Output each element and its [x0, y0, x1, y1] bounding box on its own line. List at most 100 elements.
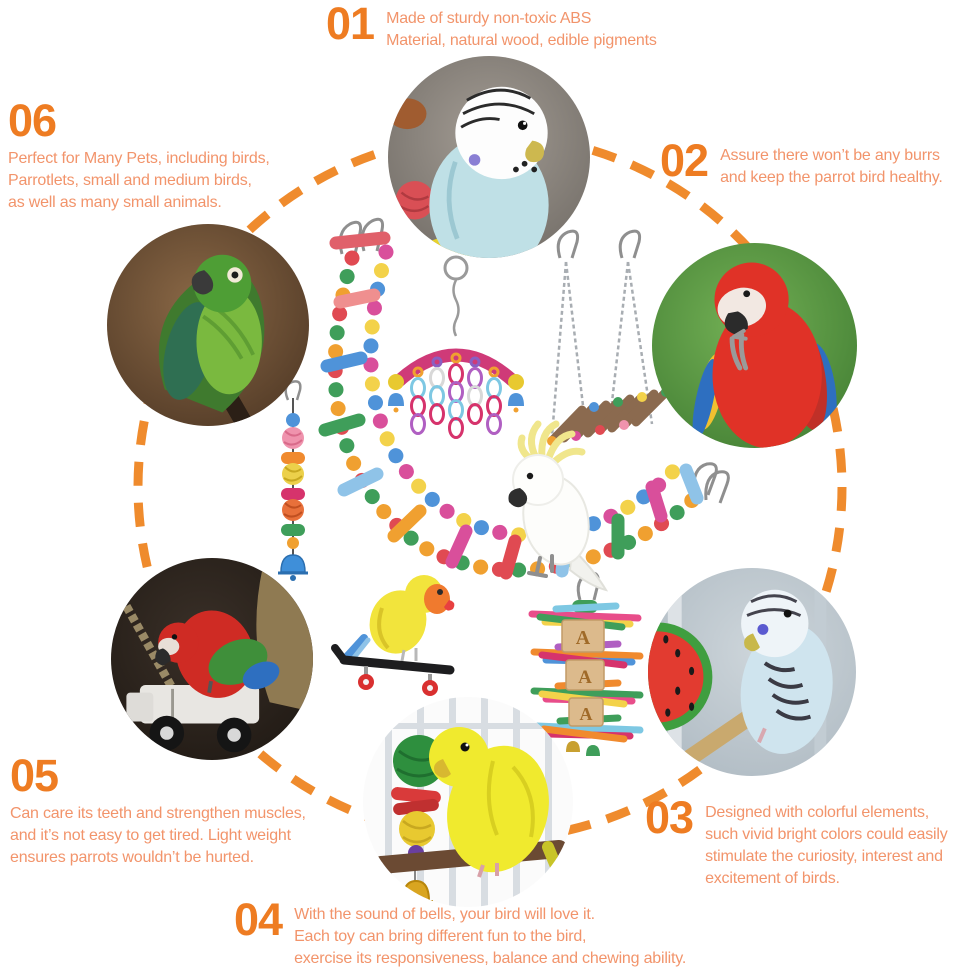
- hanging-ring-icon: [443, 255, 469, 281]
- acrylic-chain-hanging-toy: [388, 255, 524, 439]
- bell-icon: [388, 393, 404, 406]
- callout-05-text: Can care its teeth and strengthen muscle…: [10, 804, 306, 866]
- wood-bead: [286, 413, 300, 427]
- callout-06: 06 Perfect for Many Pets, including bird…: [8, 95, 270, 214]
- beak-icon: [525, 140, 545, 163]
- throat-spot: [513, 166, 519, 173]
- leg: [400, 649, 406, 662]
- metal-clip-icon: [704, 470, 730, 504]
- eye: [743, 290, 751, 298]
- cockatoo-tail: [568, 545, 609, 592]
- red-wood-rung: [393, 798, 439, 816]
- feet: [527, 554, 554, 578]
- photo-budgie-with-watermelon: [648, 568, 856, 776]
- callout-02-text: Assure there won’t be any burrs and keep…: [720, 147, 943, 186]
- beak-icon: [744, 633, 760, 652]
- wheel-hub: [227, 728, 241, 742]
- outer-bead-chain: [327, 250, 708, 578]
- eye: [231, 271, 239, 279]
- rattan-ball-pink: [282, 427, 304, 449]
- budgie-head: [429, 727, 489, 787]
- photo-green-parrot: [107, 224, 309, 426]
- metal-clip-icon: [618, 229, 642, 259]
- eye: [517, 120, 528, 131]
- callout-01-number: 01: [326, 0, 375, 49]
- foot: [757, 727, 767, 744]
- bell-clapper: [290, 575, 296, 581]
- rattan-texture: [283, 430, 303, 446]
- wing-scallops: [763, 661, 812, 721]
- arc-tip: [508, 374, 524, 390]
- bell-clapper: [513, 407, 519, 413]
- skateboard-with-lovebird-toy: [331, 575, 455, 696]
- callout-04: 04 With the sound of bells, your bird wi…: [234, 894, 687, 970]
- beak-icon: [191, 270, 214, 295]
- photo-scarlet-macaw: [652, 243, 857, 448]
- rattan-ball-yellow: [282, 463, 304, 485]
- callout-04-text: With the sound of bells, your bird will …: [294, 906, 687, 967]
- beak-icon: [434, 759, 451, 778]
- rattan-texture: [402, 819, 432, 844]
- bead-ladder-bridge-toy: [318, 217, 730, 580]
- eye-glint: [465, 743, 469, 747]
- photo-yellow-budgie-with-bell: [363, 697, 573, 907]
- eye: [171, 634, 178, 640]
- foot: [477, 864, 485, 878]
- budgie-head: [741, 589, 809, 658]
- rattan-texture: [283, 502, 303, 518]
- wood-cylinder: [281, 452, 305, 464]
- beak-icon: [444, 600, 455, 611]
- wing-lines: [486, 760, 535, 838]
- callout-01: 01 Made of sturdy non-toxic ABS Material…: [326, 0, 657, 52]
- rattan-ball-orange: [282, 499, 304, 521]
- wheel-hub: [160, 726, 174, 740]
- block-letter: A: [576, 627, 591, 649]
- hanging-chain: [452, 279, 460, 337]
- blue-wing-tip: [242, 661, 280, 690]
- budgie-body: [740, 623, 833, 754]
- block-letter: A: [578, 667, 592, 688]
- callout-05: 05 Can care its teeth and strengthen mus…: [10, 750, 306, 869]
- metal-clip-icon: [284, 380, 302, 401]
- cockatoo-head: [512, 454, 564, 506]
- eye: [460, 742, 470, 752]
- callout-04-number: 04: [234, 894, 283, 945]
- wood-block-chew-toy: A A A: [528, 571, 644, 756]
- bell-clapper: [393, 407, 399, 413]
- wood-cylinder: [281, 524, 305, 536]
- blue-wing-feathers: [692, 359, 717, 440]
- photo-blue-budgie: [388, 56, 590, 258]
- throat-spot: [531, 166, 538, 173]
- wood-bead: [287, 537, 299, 549]
- cere-spot: [757, 623, 769, 635]
- head-stripes: [746, 594, 802, 617]
- lovebird-face: [424, 584, 450, 614]
- toes: [732, 328, 748, 341]
- photo-macaw-on-toy-truck: [111, 558, 313, 760]
- bell-icon: [586, 745, 600, 756]
- eye-glint: [523, 121, 527, 125]
- callout-03: 03 Designed with colorful elements, such…: [645, 792, 948, 890]
- callout-06-text: Perfect for Many Pets, including birds, …: [8, 149, 270, 211]
- cheek-spot: [468, 154, 481, 166]
- callout-05-number: 05: [10, 750, 59, 801]
- wood-cylinder: [281, 488, 305, 500]
- letter-blocks: A A A: [561, 619, 605, 727]
- rattan-ball-string-toy: [278, 380, 308, 581]
- callout-03-number: 03: [645, 792, 694, 843]
- eye: [783, 609, 792, 618]
- beak-icon: [155, 648, 171, 666]
- head-stripes: [460, 88, 535, 129]
- wing-line: [446, 161, 460, 240]
- eye: [526, 472, 534, 480]
- wheel-hub: [363, 679, 369, 685]
- beak-icon: [508, 488, 528, 508]
- bell-icon: [566, 741, 580, 752]
- plastic-chain-links: [410, 352, 502, 439]
- white-cockatoo: [508, 420, 609, 592]
- callout-01-text: Made of sturdy non-toxic ABS Material, n…: [386, 10, 657, 49]
- leg: [207, 680, 213, 693]
- bell-icon: [508, 393, 524, 406]
- callout-06-number: 06: [8, 95, 57, 146]
